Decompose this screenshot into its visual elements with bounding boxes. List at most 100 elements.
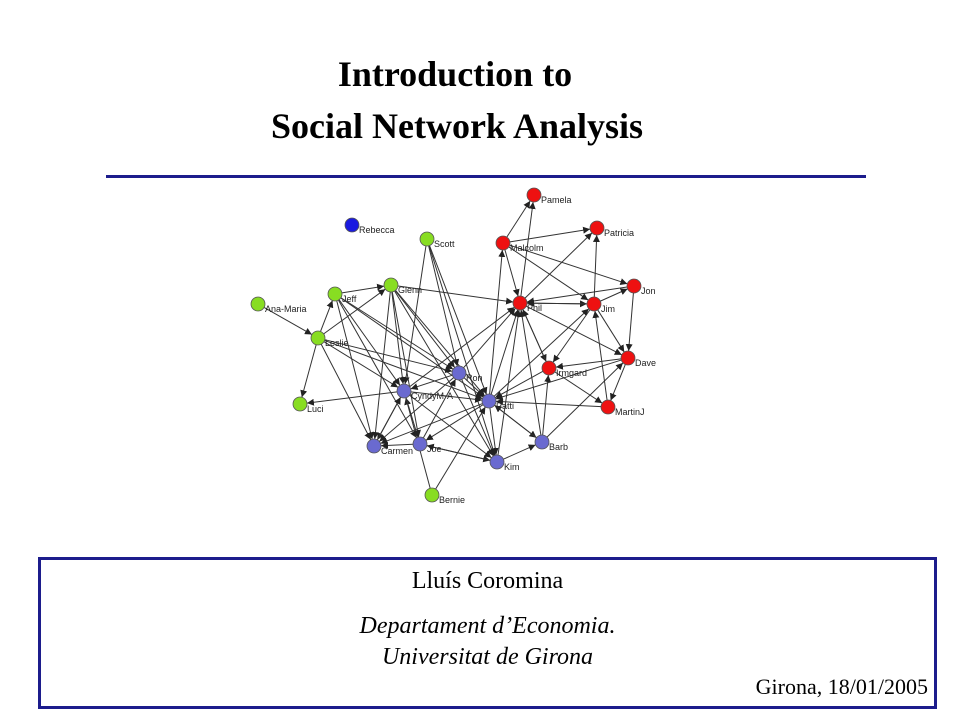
edge-jim-phil (526, 299, 588, 307)
edge-patti-malcolm (489, 249, 506, 395)
node-dave (620, 350, 636, 366)
node-irmgard (541, 360, 557, 376)
edge-carmen-cyndy (376, 396, 402, 441)
edge-glenn-patti (395, 290, 485, 396)
edge-ron-kim (461, 379, 495, 456)
node-label-jim: Jim (601, 304, 615, 314)
edge-malcolm-jon (509, 244, 628, 285)
edge-ron-patti (463, 377, 485, 397)
edge-jeff-cyndy (338, 299, 401, 386)
edge-joe-carmen (380, 441, 414, 449)
node-bernie (424, 487, 440, 503)
node-label-scott: Scott (434, 239, 455, 249)
edge-phil-pamela (520, 201, 536, 297)
node-label-joe: Joe (427, 444, 442, 454)
edge-barb-irmgard (542, 374, 552, 436)
edge-leslie-glenn (323, 288, 386, 335)
title-line-1: Introduction to (337, 54, 573, 94)
edge-glenn-carmen (371, 291, 391, 440)
edge-jeff-patti (340, 297, 484, 398)
node-label-jeff: Jeff (342, 294, 357, 304)
node-label-bernie: Bernie (439, 495, 465, 505)
node-label-kim: Kim (504, 462, 520, 472)
node-jon (626, 278, 642, 294)
author-name: Lluís Coromina (411, 568, 564, 594)
node-glenn (383, 277, 399, 293)
node-ron (451, 365, 467, 381)
node-martinj (600, 399, 616, 415)
node-label-carmen: Carmen (381, 446, 413, 456)
edge-scott-kim (428, 245, 497, 456)
edge-scott-cyndy (402, 245, 427, 385)
edge-jeff-carmen (336, 300, 374, 440)
edge-jeff-glenn (341, 283, 385, 294)
edge-irmgard-phil (522, 309, 547, 362)
edge-ron-carmen (378, 377, 455, 442)
author-info-box: Lluís Coromina Departament d’Economia. U… (38, 557, 937, 709)
edge-malcolm-patricia (509, 226, 591, 243)
edge-jim-patricia (592, 234, 600, 298)
edge-leslie-jeff (320, 300, 334, 332)
node-malcolm (495, 235, 511, 251)
edge-leslie-luci (300, 344, 317, 398)
node-leslie (310, 330, 326, 346)
edge-kim-barb (503, 444, 536, 460)
edge-jeff-ron (340, 297, 454, 370)
node-joe (412, 436, 428, 452)
place-date: Girona, 18/01/2005 (755, 674, 928, 699)
edge-malcolm-jim (508, 246, 589, 301)
edge-malcolm-pamela (506, 200, 531, 238)
node-scott (419, 231, 435, 247)
edge-cyndy-joe (405, 397, 420, 438)
edge-kim-phil (497, 309, 522, 456)
edge-dave-irmgard (555, 358, 622, 370)
university-name: Universitat de Girona (381, 644, 594, 670)
node-patti (481, 393, 497, 409)
node-label-martinj: MartinJ (615, 407, 645, 417)
node-label-jon: Jon (641, 286, 656, 296)
node-rebecca (344, 217, 360, 233)
edge-jon-phil (526, 286, 628, 305)
edge-scott-patti (429, 245, 488, 395)
edge-martinj-jim (592, 310, 608, 401)
node-barb (534, 434, 550, 450)
node-label-cyndy: CyndyM-A (411, 391, 453, 401)
edge-barb-dave (546, 362, 624, 438)
edge-leslie-carmen (320, 343, 372, 441)
node-phil (512, 295, 528, 311)
edge-dave-patti (495, 359, 622, 401)
edge-jim-dave (597, 309, 625, 353)
node-pamela (526, 187, 542, 203)
edge-glenn-kim (394, 290, 494, 457)
edge-ron-cyndy (410, 374, 453, 390)
edge-phil-dave (526, 305, 622, 356)
node-jeff (327, 286, 343, 302)
edge-leslie-patti (324, 339, 483, 400)
edge-martinj-patti (495, 398, 602, 408)
edge-ron-phil (463, 307, 516, 369)
node-jim (586, 296, 602, 312)
edge-cyndy-luci (306, 391, 398, 406)
edge-glenn-ron (394, 290, 456, 368)
network-edges (263, 200, 634, 490)
department-name: Departament d’Economia. (359, 613, 616, 639)
edge-patti-joe (425, 404, 484, 441)
edge-irmgard-patti (494, 370, 544, 399)
node-patricia (589, 220, 605, 236)
node-kim (489, 454, 505, 470)
node-label-irmgard: Irmgard (556, 368, 587, 378)
edge-joe-ron (422, 378, 457, 439)
edge-cyndy-phil (409, 306, 515, 388)
title-underline (106, 175, 866, 178)
node-ana_maria (250, 296, 266, 312)
edge-bernie-patti (435, 406, 486, 490)
node-cyndy (396, 383, 412, 399)
edge-kim-joe (426, 443, 491, 461)
network-nodes (250, 187, 642, 503)
node-label-patricia: Patricia (604, 228, 634, 238)
edge-malcolm-phil (504, 249, 520, 297)
edge-phil-patricia (524, 232, 593, 299)
edge-leslie-cyndy (323, 341, 399, 388)
node-label-pamela: Pamela (541, 195, 572, 205)
